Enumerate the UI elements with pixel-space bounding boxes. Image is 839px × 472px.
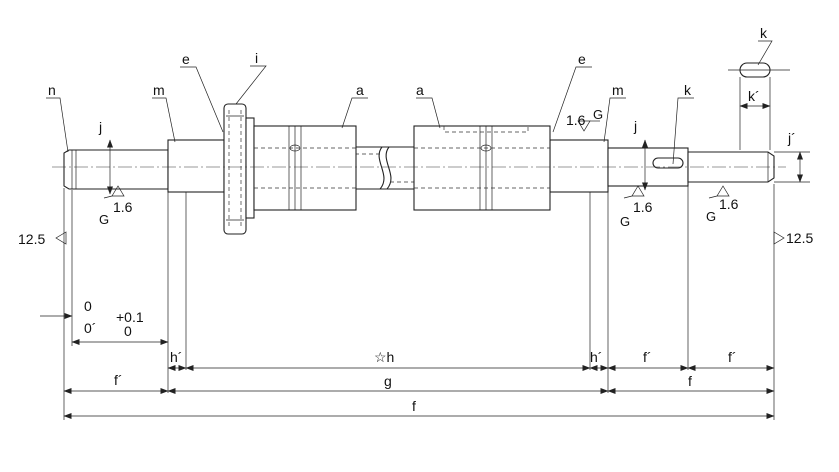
dim-g: g [384,373,392,389]
key-section [728,62,790,150]
label-m-left: m [153,82,165,98]
roughness-right: 12.5 [786,230,813,246]
dim-f-prime-right2: f´ [728,349,737,365]
nut-right [413,125,551,211]
dim-h-prime-left: h´ [170,349,182,365]
label-j-prime: j´ [787,130,796,146]
extension-lines [63,184,775,420]
dim-f-prime-left: f´ [114,372,123,388]
roughness-g-right2-value: 1.6 [719,196,739,212]
tolerance-zero-lower: 0´ [84,320,96,336]
roughness-g-left-value: 1.6 [113,199,133,215]
dim-f-prime-right1: f´ [643,349,652,365]
screw-break [355,146,415,190]
label-a-left: a [356,82,364,98]
label-j-left: j [98,119,102,135]
dimension-labels: h´ ☆h h´ f´ f´ f´ g f f [114,349,737,414]
flange [223,103,255,235]
label-i: i [255,50,258,66]
roughness-left: 12.5 [18,231,45,247]
label-j-right: j [633,118,637,134]
part-labels: n m e i a a e m k k k´ j j j´ [48,25,796,146]
tolerance-plus-upper: +0.1 [116,309,144,325]
roughness-g-top-value: 1.6 [566,112,586,128]
label-k-prime: k´ [748,88,760,104]
label-e-right: e [578,51,586,67]
label-m-right: m [612,82,624,98]
roughness-g-right2-symbol: G [706,209,716,224]
dim-f-right: f [688,373,692,389]
shaft [63,139,775,193]
roughness-g-left-symbol: G [99,212,109,227]
roughness-g-right1-value: 1.6 [633,199,653,215]
dim-f-total: f [412,398,416,414]
j-marks [107,103,810,195]
roughness-g-right1-symbol: G [620,214,630,229]
dim-h-prime-right: h´ [590,349,602,365]
label-e-left: e [182,51,190,67]
label-a-right: a [416,82,424,98]
tolerance-zero-upper: 0 [84,298,92,314]
tolerance-plus-lower: 0 [124,323,132,339]
nut-left [253,125,357,211]
roughness-g-top-symbol: G [593,107,603,122]
label-n: n [48,82,56,98]
tolerance-labels: 0 0´ +0.1 0 [84,298,144,339]
label-k-top: k [760,25,768,41]
roughness-labels: 12.5 12.5 1.6 G 1.6 G 1.6 G 1.6 G [18,107,813,247]
label-k-mid: k [684,82,692,98]
dim-star-h: ☆h [374,349,394,365]
dimension-lines [40,313,775,419]
leaders [46,40,773,165]
